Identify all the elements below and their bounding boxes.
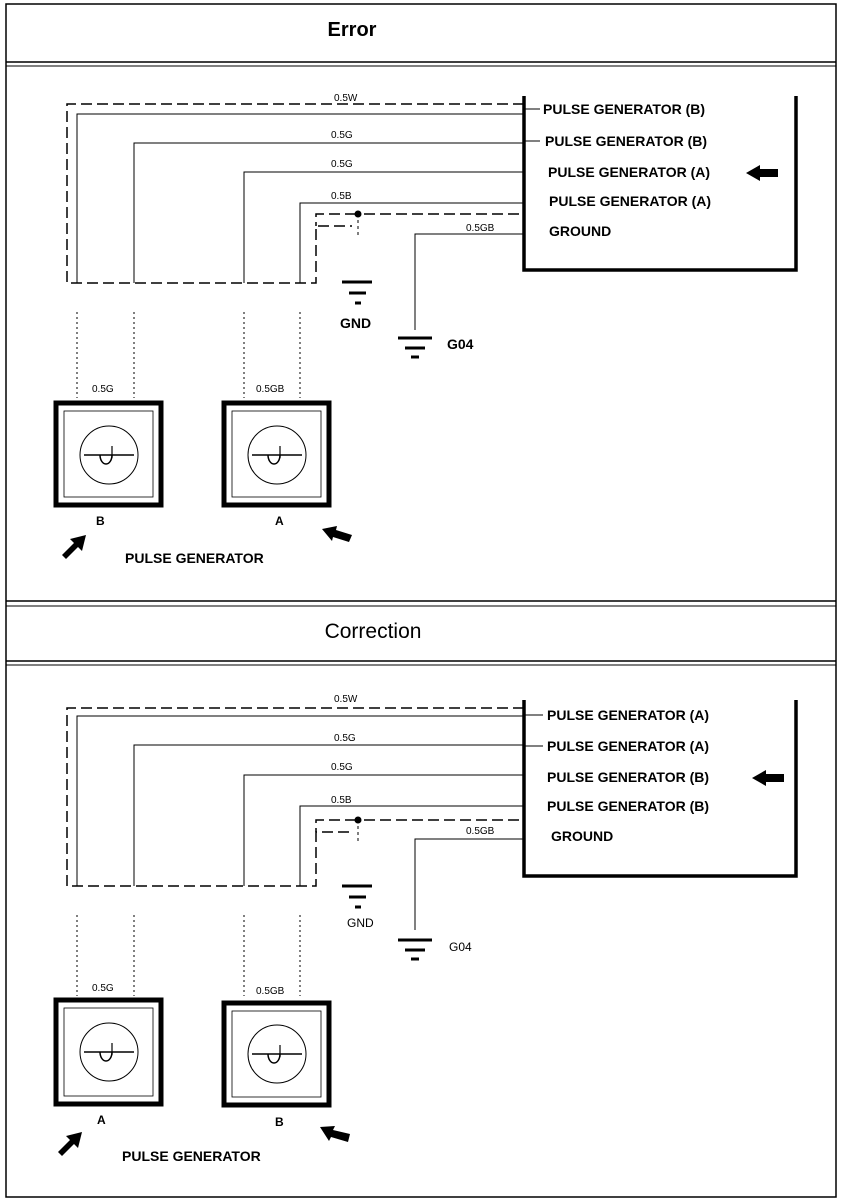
wire-code-4: 0.5B	[331, 191, 352, 202]
pulse-generator-sensor-a	[221, 400, 332, 508]
ecu-pin-1-label: PULSE GENERATOR (B)	[543, 101, 705, 117]
ecu-pin-1-label: PULSE GENERATOR (A)	[547, 707, 709, 723]
sensor-arrow-icon	[322, 526, 352, 542]
ecu-pin-3-label: PULSE GENERATOR (A)	[548, 164, 710, 180]
pulse-generator-sensor-b	[53, 400, 164, 508]
wire-code-2: 0.5G	[334, 733, 356, 744]
sensor-a-wire-label: 0.5G	[92, 983, 114, 994]
ecu-pin-2-label: PULSE GENERATOR (A)	[547, 738, 709, 754]
error-title: Error	[328, 19, 377, 41]
diagonal-arrow-icon	[58, 1132, 82, 1156]
correction-panel: PULSE GENERATOR (A) PULSE GENERATOR (A) …	[53, 694, 798, 1164]
sensor-b-label: B	[275, 1115, 284, 1129]
ground-symbol-icon	[342, 280, 372, 305]
ecu-pin-4-label: PULSE GENERATOR (A)	[549, 193, 711, 209]
ecu-pin-5-label: GROUND	[549, 223, 611, 239]
wire-code-3: 0.5G	[331, 159, 353, 170]
sensor-b-label: B	[96, 514, 105, 528]
pulse-generator-caption: PULSE GENERATOR	[122, 1148, 261, 1164]
sensor-a-label: A	[97, 1113, 106, 1127]
sensor-arrow-icon	[320, 1126, 350, 1142]
wire-code-4: 0.5B	[331, 795, 352, 806]
error-panel: PULSE GENERATOR (B) PULSE GENERATOR (B) …	[53, 93, 798, 566]
chassis-ground-icon	[398, 938, 432, 961]
pulse-generator-sensor-a	[53, 997, 164, 1107]
pulse-generator-sensor-b	[221, 1000, 332, 1108]
gnd-label: GND	[340, 315, 371, 331]
chassis-ground-icon	[398, 336, 432, 359]
g04-label: G04	[449, 940, 472, 954]
ecu-pin-4-label: PULSE GENERATOR (B)	[547, 798, 709, 814]
wire-code-5: 0.5GB	[466, 826, 495, 837]
wire-code-1: 0.5W	[334, 93, 358, 104]
gnd-label: GND	[347, 916, 374, 930]
wire-code-1: 0.5W	[334, 694, 358, 705]
ecu-box	[522, 96, 798, 272]
ecu-pin-5-label: GROUND	[551, 828, 613, 844]
wire-code-2: 0.5G	[331, 130, 353, 141]
correction-title: Correction	[325, 620, 422, 643]
indicator-arrow-icon	[752, 770, 784, 786]
ecu-pin-2-label: PULSE GENERATOR (B)	[545, 133, 707, 149]
sensor-b-wire-label: 0.5GB	[256, 986, 285, 997]
indicator-arrow-icon	[746, 165, 778, 181]
ground-symbol-icon	[342, 884, 372, 909]
wire-code-3: 0.5G	[331, 762, 353, 773]
diagonal-arrow-icon	[62, 535, 86, 559]
g04-label: G04	[447, 336, 474, 352]
wire-code-5: 0.5GB	[466, 223, 495, 234]
ecu-box	[522, 700, 798, 878]
sensor-b-wire-label: 0.5G	[92, 384, 114, 395]
pulse-generator-caption: PULSE GENERATOR	[125, 550, 264, 566]
ecu-pin-3-label: PULSE GENERATOR (B)	[547, 769, 709, 785]
sensor-a-label: A	[275, 514, 284, 528]
sensor-a-wire-label: 0.5GB	[256, 384, 285, 395]
